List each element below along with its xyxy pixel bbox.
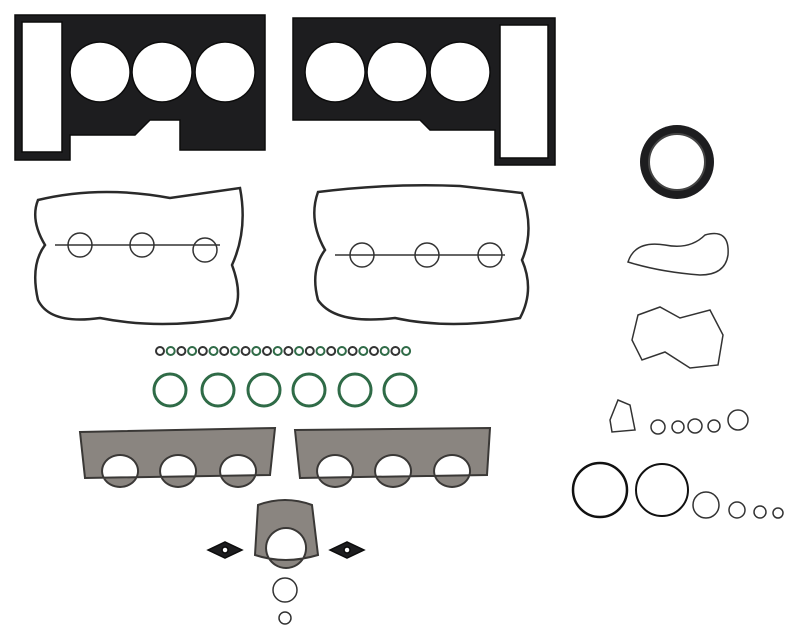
valve-stem-seal [219,346,230,356]
valve-stem-seal [369,346,379,356]
valve-stem-seal [165,346,176,356]
valve-stem-seal [347,346,358,356]
valve-stem-seal [197,346,208,356]
valve-stem-seal [272,346,283,356]
small-bracket-gasket [609,399,636,433]
valve-stem-seal [283,346,294,356]
valve-stem-seal [294,346,305,356]
head-gasket-left [14,14,266,161]
large-o-rings [571,461,784,519]
valve-stem-seal [304,346,315,356]
head-gasket-right [292,17,556,166]
valve-cover-gasket-left [33,186,244,326]
valve-stem-seal [208,346,219,356]
valve-stem-seal [390,346,401,356]
oil-pump-gasket [631,306,724,369]
valve-stem-seal [358,346,369,356]
timing-cover-gasket [627,232,729,276]
valve-stem-seal [229,346,240,356]
valve-stem-seals [155,346,412,356]
throttle-body-gasket [253,499,320,569]
o-ring [278,611,292,625]
valve-stem-seal [176,346,187,356]
valve-stem-seal [262,346,272,356]
small-o-rings [650,409,749,435]
flange-gasket-left [206,541,244,559]
valve-stem-seal [187,346,198,356]
valve-stem-seal [240,346,251,356]
valve-cover-gasket-right [313,184,530,326]
valve-stem-seal [315,346,326,356]
valve-stem-seal [401,346,412,356]
valve-stem-seal [155,346,165,356]
valve-stem-seal [379,346,390,356]
exhaust-manifold-gasket-right [293,426,492,488]
flange-gasket-right [328,541,366,559]
valve-stem-seal [326,346,337,356]
intake-o-rings [152,372,418,408]
exhaust-manifold-gasket-left [78,426,277,488]
crankshaft-seal [640,125,714,199]
valve-stem-seal [251,346,262,356]
o-ring [272,577,298,603]
valve-stem-seal [336,346,347,356]
